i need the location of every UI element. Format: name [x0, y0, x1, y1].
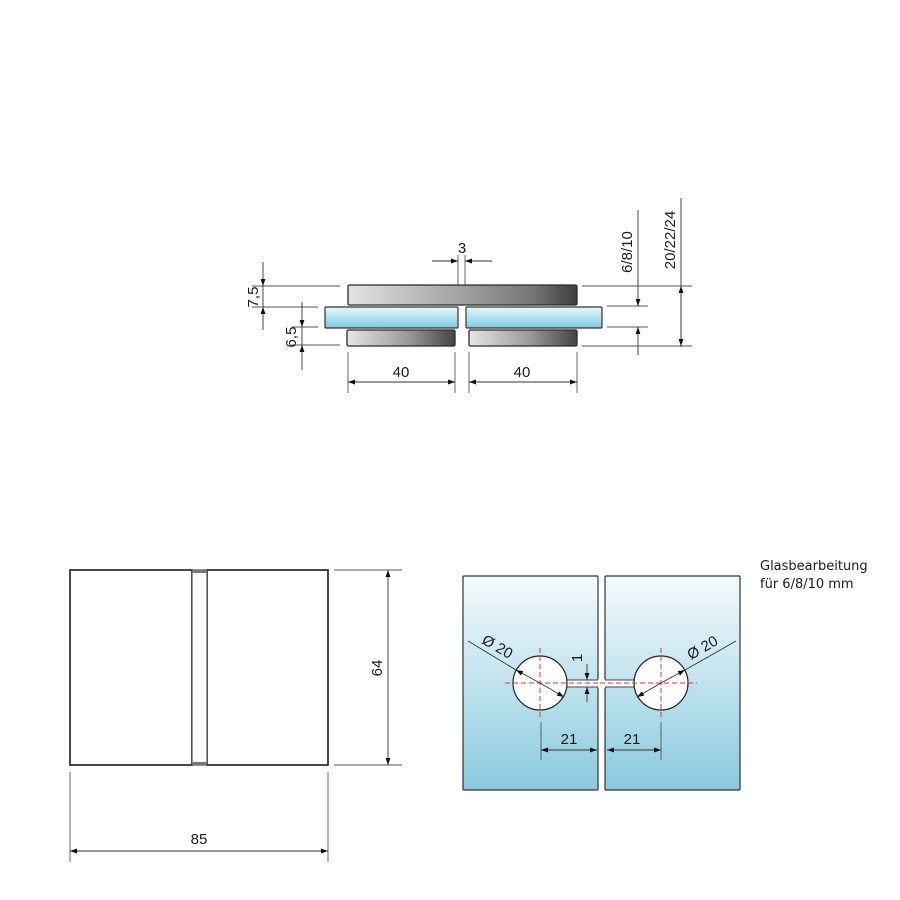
bottom-clamp-plate-right: [468, 329, 578, 347]
glass-pane-right: [465, 306, 603, 329]
top-clamp-plate: [347, 284, 578, 306]
gap-cap-top: [192, 570, 207, 573]
gap-cap-bottom: [192, 762, 207, 765]
total-thickness-label: 20/22/24: [662, 211, 679, 269]
front-right-plate: [206, 569, 329, 766]
right-offset-label: 21: [624, 731, 641, 748]
slot-width-label: 1: [569, 654, 586, 662]
right-width-label: 40: [514, 364, 531, 381]
height-label: 64: [369, 660, 386, 677]
leader-line: [467, 640, 517, 671]
bottom-plate-thickness-label: 6,5: [283, 327, 300, 348]
glass-processing-note-line2: für 6/8/10 mm: [760, 577, 854, 592]
leader-line: [684, 640, 737, 671]
bottom-clamp-plate-left: [346, 329, 456, 347]
front-view: 64 85: [69, 569, 402, 862]
dim-arrow: [660, 669, 686, 684]
left-offset-label: 21: [561, 731, 578, 748]
front-left-plate: [69, 569, 193, 766]
top-plate-thickness-label: 7,5: [245, 287, 262, 308]
gap-label: 3: [458, 240, 466, 257]
width-label: 85: [191, 831, 208, 848]
glass-processing-note-line1: Glasbearbeitung: [760, 559, 868, 574]
glass-processing-view: Ø 20 Ø 20 1 21 21 Glasbearbeitung für 6/…: [462, 559, 868, 791]
left-width-label: 40: [393, 364, 410, 381]
section-view: 7,5 6,5 3 40 40 6/8/10: [245, 198, 692, 393]
glass-thickness-label: 6/8/10: [619, 231, 636, 273]
front-gap: [191, 569, 208, 766]
dim-arrow: [636, 682, 662, 698]
glass-pane-left: [324, 306, 459, 329]
dim-arrow: [515, 669, 541, 684]
dim-arrow: [539, 682, 565, 698]
